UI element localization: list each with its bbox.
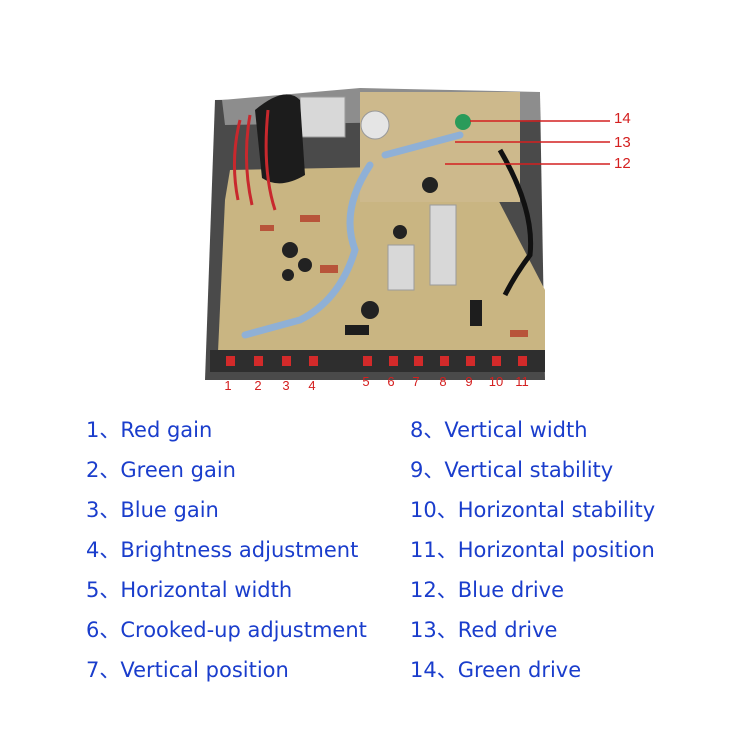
legend-number: 13、 [410, 618, 458, 642]
knob-number-6: 6 [387, 374, 395, 389]
callout-lines [445, 120, 610, 165]
callout-12-label: 12 [614, 155, 631, 172]
knob-number-5: 5 [362, 374, 370, 389]
legend-number: 5、 [86, 578, 121, 602]
knob-number-9: 9 [465, 374, 473, 389]
knob-number-10: 10 [488, 374, 504, 389]
pcb-board [218, 165, 545, 352]
legend-number: 1、 [86, 418, 121, 442]
legend-number: 7、 [86, 658, 121, 682]
knob-number-2: 2 [254, 378, 262, 393]
adjust-knob [226, 356, 527, 366]
red-wires [232, 109, 277, 211]
legend-number: 3、 [86, 498, 121, 522]
chassis-board-photo [205, 88, 610, 380]
knob-number-1: 1 [224, 378, 232, 393]
legend-item: 5、Horizontal width [86, 570, 367, 610]
ribbon-cable [241, 131, 464, 339]
ic-chips [345, 300, 482, 335]
legend-number: 11、 [410, 538, 458, 562]
legend-label: Green drive [457, 658, 582, 682]
legend-label: Vertical position [120, 658, 289, 682]
legend-item: 3、Blue gain [86, 490, 367, 530]
power-cable [497, 148, 534, 297]
green-component [455, 114, 471, 130]
legend-item: 9、Vertical stability [410, 450, 655, 490]
legend-number: 10、 [410, 498, 458, 522]
legend-label: Brightness adjustment [120, 538, 359, 562]
legend-number: 8、 [410, 418, 445, 442]
legend-item: 4、Brightness adjustment [86, 530, 367, 570]
legend-item: 7、Vertical position [86, 650, 367, 690]
legend-label: Blue drive [457, 578, 565, 602]
legend-label: Vertical stability [444, 458, 614, 482]
capacitor [282, 177, 438, 319]
legend-label: Red gain [120, 418, 213, 442]
legend-label: Horizontal position [457, 538, 655, 562]
legend-right: 8、Vertical width 9、Vertical stability 10… [410, 410, 655, 690]
heatsink [299, 96, 457, 291]
legend-item: 1、Red gain [86, 410, 367, 450]
control-strip [210, 350, 545, 372]
upper-board [360, 92, 520, 202]
legend-item: 8、Vertical width [410, 410, 655, 450]
callout-13-label: 13 [614, 134, 631, 151]
legend-label: Horizontal stability [457, 498, 656, 522]
legend-item: 11、Horizontal position [410, 530, 655, 570]
knob-number-3: 3 [282, 378, 290, 393]
legend-item: 2、Green gain [86, 450, 367, 490]
knob-number-8: 8 [439, 374, 447, 389]
flyback-transformer [255, 94, 305, 184]
legend-item: 6、Crooked-up adjustment [86, 610, 367, 650]
legend-label: Red drive [457, 618, 558, 642]
legend-number: 4、 [86, 538, 121, 562]
legend-label: Horizontal width [120, 578, 293, 602]
resistors [260, 215, 528, 337]
legend-number: 2、 [86, 458, 121, 482]
legend-label: Green gain [120, 458, 236, 482]
legend-number: 12、 [410, 578, 458, 602]
legend-item: 14、Green drive [410, 650, 655, 690]
legend-label: Blue gain [120, 498, 219, 522]
callout-14-label: 14 [614, 110, 631, 127]
legend-number: 9、 [410, 458, 445, 482]
legend-number: 6、 [86, 618, 121, 642]
legend-item: 10、Horizontal stability [410, 490, 655, 530]
legend-item: 13、Red drive [410, 610, 655, 650]
crt-socket [360, 110, 390, 140]
legend-number: 14、 [410, 658, 458, 682]
legend-label: Vertical width [444, 418, 588, 442]
knob-number-11: 11 [515, 374, 529, 389]
legend-item: 12、Blue drive [410, 570, 655, 610]
legend-label: Crooked-up adjustment [120, 618, 367, 642]
knob-number-4: 4 [308, 378, 316, 393]
knob-number-7: 7 [412, 374, 420, 389]
legend-left: 1、Red gain 2、Green gain 3、Blue gain 4、Br… [86, 410, 367, 690]
